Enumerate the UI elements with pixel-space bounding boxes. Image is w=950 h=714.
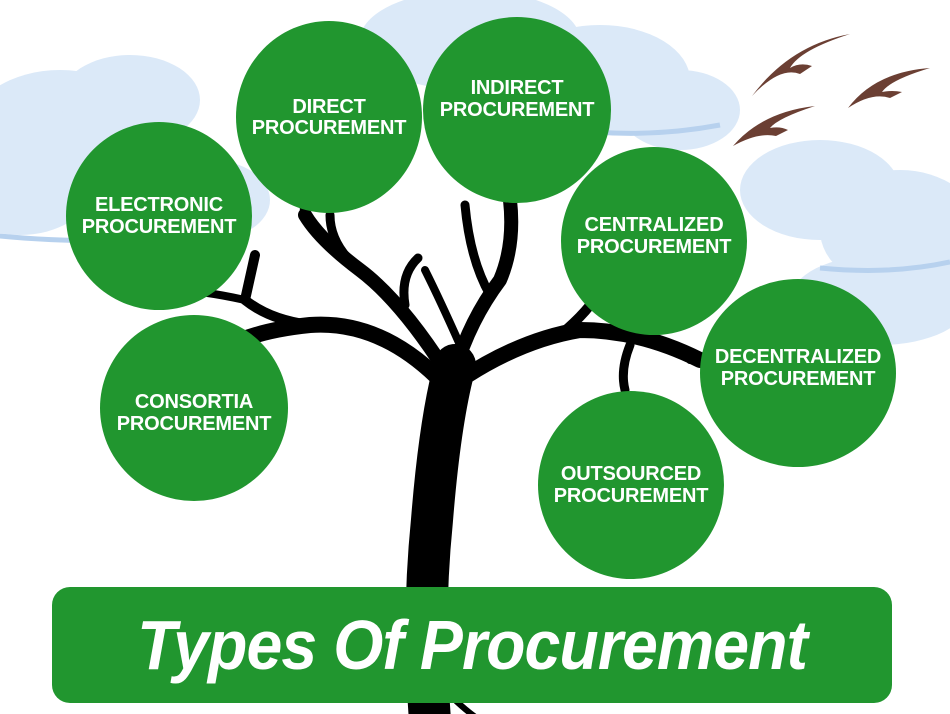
type-label-line1: CONSORTIA: [134, 391, 254, 413]
bird-icon: [848, 68, 930, 108]
type-label-line2: PROCUREMENT: [720, 368, 876, 390]
type-label-line2: PROCUREMENT: [81, 216, 237, 238]
page-title: Types Of Procurement: [137, 606, 808, 684]
type-label-line2: PROCUREMENT: [439, 99, 595, 121]
type-label-line1: OUTSOURCED: [560, 463, 702, 485]
type-label-line1: DECENTRALIZED: [714, 346, 882, 368]
type-label-line2: PROCUREMENT: [251, 116, 407, 139]
type-label-line1: DIRECT: [292, 95, 366, 118]
type-label-line1: ELECTRONIC: [94, 194, 223, 216]
type-label-line1: INDIRECT: [470, 77, 564, 99]
bird-icon: [733, 106, 815, 146]
type-label-line2: PROCUREMENT: [116, 413, 272, 435]
type-label-line1: CENTRALIZED: [584, 214, 724, 236]
bird-icon: [752, 34, 850, 96]
title-banner: Types Of Procurement: [52, 587, 892, 703]
type-label-line2: PROCUREMENT: [553, 485, 709, 507]
type-label-line2: PROCUREMENT: [576, 236, 732, 258]
